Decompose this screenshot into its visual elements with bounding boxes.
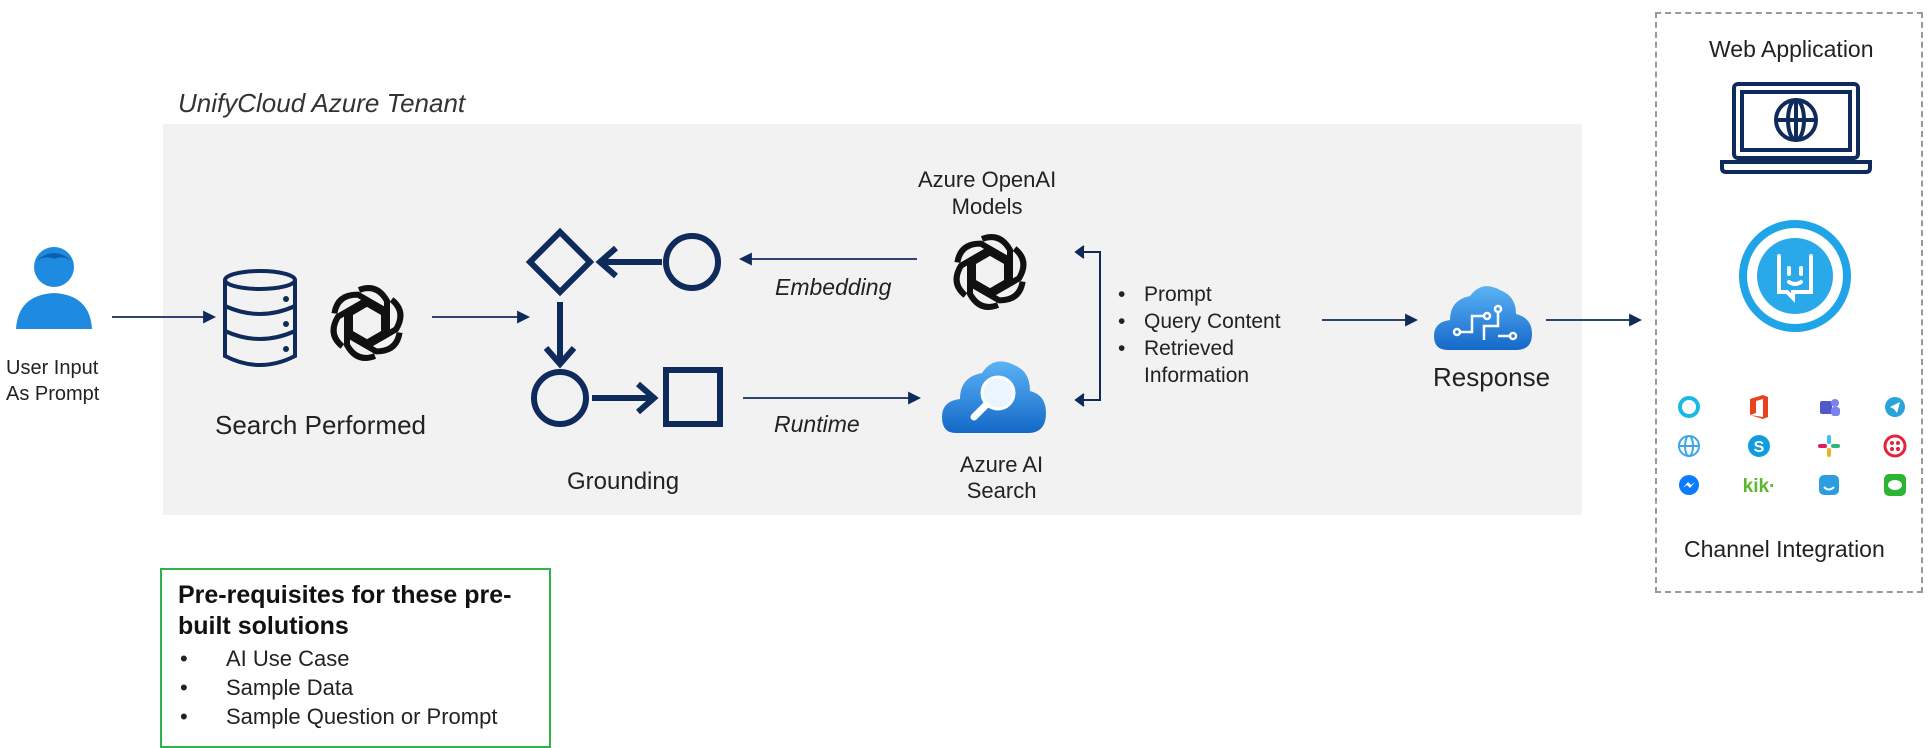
messenger-icon bbox=[1679, 475, 1699, 495]
context-item: Prompt bbox=[1114, 281, 1281, 308]
skype-icon: S bbox=[1748, 435, 1770, 457]
prereq-item: Sample Data bbox=[178, 673, 533, 702]
channel-icons-grid: S kik· bbox=[1678, 395, 1907, 497]
response-label: Response bbox=[1433, 362, 1551, 392]
line-icon bbox=[1884, 474, 1906, 496]
telegram-icon bbox=[1885, 397, 1905, 417]
context-list: Prompt Query Content Retrieved Informati… bbox=[1114, 281, 1281, 389]
user-icon bbox=[16, 247, 92, 329]
kik-icon: kik· bbox=[1743, 476, 1776, 497]
groupme-icon bbox=[1819, 475, 1839, 495]
twilio-icon bbox=[1883, 434, 1907, 458]
runtime-label: Runtime bbox=[774, 411, 860, 437]
channel-integration-panel bbox=[1655, 12, 1923, 593]
user-label-line2: As Prompt bbox=[6, 383, 100, 405]
cortana-icon bbox=[1678, 396, 1700, 418]
bot-service-icon bbox=[1739, 220, 1851, 332]
slack-icon bbox=[1818, 435, 1840, 457]
azure-search-cloud-icon bbox=[942, 361, 1046, 433]
teams-icon bbox=[1820, 399, 1840, 416]
bracket-connector bbox=[1074, 245, 1101, 407]
context-item: Retrieved bbox=[1114, 335, 1281, 362]
web-chat-icon bbox=[1678, 435, 1700, 457]
openai-icon bbox=[330, 285, 404, 361]
context-item-continued: Information bbox=[1144, 364, 1250, 387]
grounding-label: Grounding bbox=[567, 468, 680, 495]
ai-search-label-line1: Azure AI bbox=[960, 452, 1044, 477]
web-application-label: Web Application bbox=[1709, 36, 1874, 62]
openai-models-label-line2: Models bbox=[951, 194, 1023, 219]
embedding-label: Embedding bbox=[775, 274, 892, 300]
prereq-item: AI Use Case bbox=[178, 644, 533, 673]
prereq-item: Sample Question or Prompt bbox=[178, 702, 533, 731]
cloud-circuit-icon bbox=[1434, 286, 1532, 350]
search-performed-label: Search Performed bbox=[215, 410, 426, 440]
prereq-title-line1: Pre-requisites for these pre- bbox=[178, 581, 512, 609]
context-item: Query Content bbox=[1114, 308, 1281, 335]
office-icon bbox=[1750, 395, 1768, 419]
ai-search-label-line2: Search bbox=[966, 478, 1037, 503]
tenant-title: UnifyCloud Azure Tenant bbox=[178, 88, 466, 118]
laptop-globe-icon bbox=[1720, 82, 1872, 174]
openai-models-icon bbox=[953, 234, 1027, 310]
svg-text:kik·: kik· bbox=[1743, 476, 1776, 497]
user-label-line1: User Input bbox=[6, 357, 99, 379]
svg-text:S: S bbox=[1754, 439, 1765, 456]
prereq-title-line2: built solutions bbox=[178, 612, 349, 640]
channel-integration-label: Channel Integration bbox=[1684, 536, 1885, 562]
database-icon bbox=[223, 269, 297, 367]
flow-shapes-icon bbox=[525, 227, 723, 427]
prerequisites-box: Pre-requisites for these pre- built solu… bbox=[160, 568, 551, 748]
openai-models-label-line1: Azure OpenAI bbox=[918, 167, 1057, 192]
